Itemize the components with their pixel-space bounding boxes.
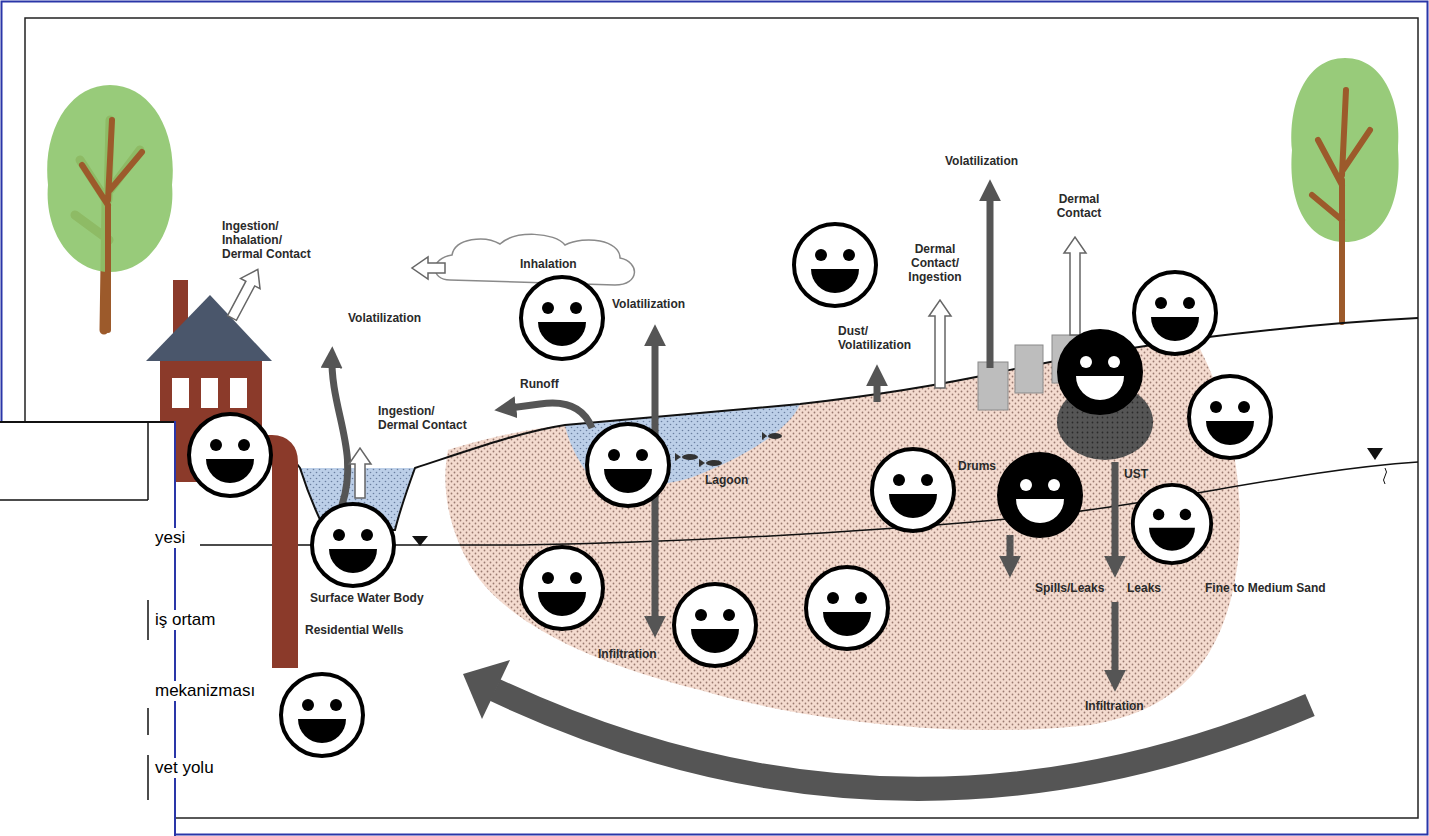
fish	[675, 432, 782, 467]
pathway-label: Dust/ Volatilization	[838, 325, 918, 353]
source-label: Lagoon	[705, 474, 748, 488]
pathway-label: Spills/Leaks	[1035, 582, 1104, 596]
pathway-label: Infiltration	[1085, 700, 1144, 714]
legend-box	[0, 421, 175, 836]
water-table-symbol	[412, 448, 1387, 546]
medium-label: Fine to Medium Sand	[1205, 582, 1326, 596]
right-tree	[1291, 58, 1398, 322]
vapor-cloud	[435, 234, 634, 285]
pathway-label: Infiltration	[598, 648, 657, 662]
pathway-label: Volatilization	[945, 155, 1018, 169]
source-label: UST	[1124, 468, 1148, 482]
receptor-faces	[189, 224, 1271, 756]
inner-frame	[25, 18, 1418, 818]
groundwater-flow-arrow	[463, 660, 1310, 789]
pathway-label: Leaks	[1127, 582, 1161, 596]
pathway-label: Volatilization	[348, 312, 421, 326]
pathway-label: Ingestion/ Dermal Contact	[378, 405, 473, 433]
pathway-arrows	[332, 188, 1115, 683]
pathway-label: Volatilization	[612, 298, 685, 312]
legend-fragment: iş ortam	[153, 610, 217, 630]
receptor-label: Surface Water Body	[310, 592, 424, 606]
pathway-label: Dermal Contact/ Ingestion	[902, 243, 968, 284]
legend-fragment: mekanizması	[153, 681, 257, 701]
pathway-label: Dermal Contact	[1048, 193, 1110, 221]
ground-surface	[175, 318, 1418, 530]
pathway-label: Ingestion/ Inhalation/ Dermal Contact	[222, 220, 317, 261]
pathway-label: Runoff	[520, 378, 559, 392]
pathway-label: Inhalation	[520, 258, 577, 272]
legend-fragment: vet yolu	[153, 758, 216, 778]
source-label: Drums	[958, 460, 996, 474]
left-tree	[47, 85, 173, 330]
receptor-label: Residential Wells	[305, 624, 403, 638]
legend-fragment: yesi	[153, 528, 187, 548]
